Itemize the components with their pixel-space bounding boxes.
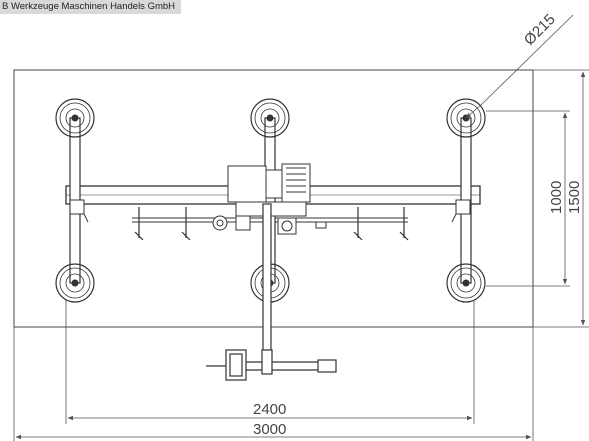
central-unit (212, 163, 327, 235)
beam-brackets (69, 199, 471, 223)
lifting-handle (206, 203, 337, 381)
company-watermark: B Werkzeuge Maschinen Handels GmbH (0, 0, 182, 14)
suction-cup (250, 98, 290, 138)
height-outer-label: 1500 (566, 181, 583, 214)
suction-cup (55, 263, 95, 303)
height-inner-label: 1000 (548, 181, 565, 214)
diameter-label: Ø215 (521, 11, 559, 49)
width-inner-dimension: 2400 (65, 300, 475, 424)
height-inner-dimension: 1000 (486, 110, 570, 287)
width-outer-dimension: 3000 (13, 327, 534, 441)
width-inner-label: 2400 (253, 401, 286, 418)
plate-outline (13, 69, 534, 328)
width-outer-label: 3000 (253, 421, 286, 438)
suction-cup (446, 263, 486, 303)
diameter-dimension: Ø215 (465, 11, 574, 119)
suction-cup (55, 98, 95, 138)
height-outer-dimension: 1500 (533, 69, 589, 328)
rail-clamps (134, 207, 409, 241)
